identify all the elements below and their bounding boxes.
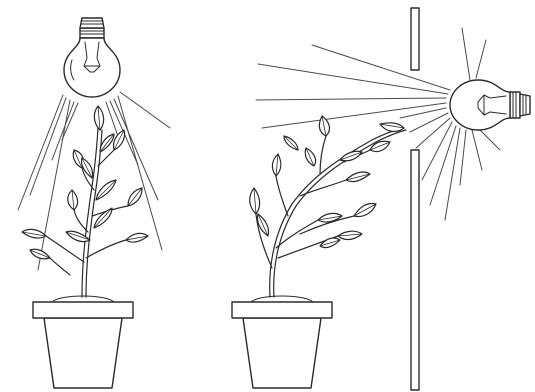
scene-light-above [18,18,170,388]
pot-right [232,296,332,388]
light-bulb-above-icon [64,18,120,97]
scene-light-side [232,8,530,390]
wall-with-slit [411,8,419,390]
bending-plant [250,116,406,297]
light-bulb-side-icon [450,80,530,130]
pot-left [33,296,133,388]
